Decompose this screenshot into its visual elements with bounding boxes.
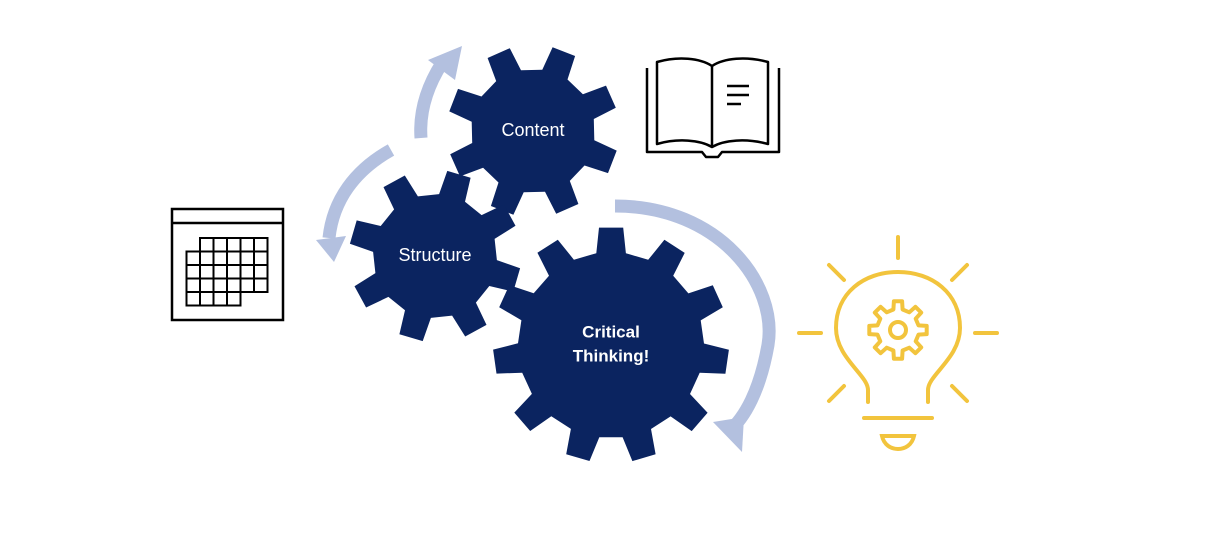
content-gear-label: Content bbox=[501, 120, 564, 140]
calendar-cell bbox=[212, 264, 228, 280]
critical-thinking-gear bbox=[493, 227, 729, 462]
structure-gear bbox=[349, 170, 521, 342]
critical-thinking-gear-label-line2: Thinking! bbox=[573, 346, 649, 365]
calendar-cell bbox=[185, 264, 201, 280]
calendar-cell bbox=[212, 291, 228, 307]
content-gear bbox=[449, 47, 617, 215]
gear-icon bbox=[867, 299, 929, 361]
calendar-cell bbox=[199, 250, 215, 266]
calendar-cell bbox=[239, 237, 255, 253]
calendar-cell bbox=[253, 250, 269, 266]
arrow-structure-to-content bbox=[414, 59, 448, 139]
arrow-to-calendar bbox=[322, 144, 395, 239]
calendar-cell bbox=[212, 237, 228, 253]
calendar-cell bbox=[212, 277, 228, 293]
calendar-cell bbox=[253, 237, 269, 253]
structure-gear-label: Structure bbox=[398, 245, 471, 265]
calendar-icon bbox=[170, 207, 285, 322]
cycle-arrows bbox=[316, 46, 776, 452]
calendar-cell bbox=[239, 277, 255, 293]
calendar-cell bbox=[199, 237, 215, 253]
gears: Content Structure Critical Thinking! bbox=[349, 47, 729, 462]
arrow-around-critical-thinking bbox=[614, 199, 776, 438]
calendar-cell bbox=[212, 250, 228, 266]
calendar-cell bbox=[239, 264, 255, 280]
gear-icon-hub bbox=[888, 320, 908, 340]
book-icon bbox=[645, 57, 781, 159]
calendar-cell bbox=[199, 291, 215, 307]
calendar-cell bbox=[226, 277, 242, 293]
calendar-cell bbox=[226, 237, 242, 253]
calendar-cell bbox=[226, 250, 242, 266]
calendar-cell bbox=[185, 291, 201, 307]
calendar-cell bbox=[199, 264, 215, 280]
arrow-head bbox=[713, 417, 744, 452]
arrow-head bbox=[428, 46, 462, 80]
arrow-head bbox=[316, 236, 346, 262]
calendar-cell bbox=[239, 250, 255, 266]
calendar-cell bbox=[226, 291, 242, 307]
calendar-cell bbox=[185, 250, 201, 266]
lightbulb-icon bbox=[797, 235, 999, 452]
critical-thinking-gear-label-line1: Critical bbox=[582, 322, 640, 341]
calendar-cell bbox=[253, 277, 269, 293]
calendar-cell bbox=[199, 277, 215, 293]
calendar-cell bbox=[185, 277, 201, 293]
calendar-cell bbox=[226, 264, 242, 280]
calendar-cell bbox=[253, 264, 269, 280]
